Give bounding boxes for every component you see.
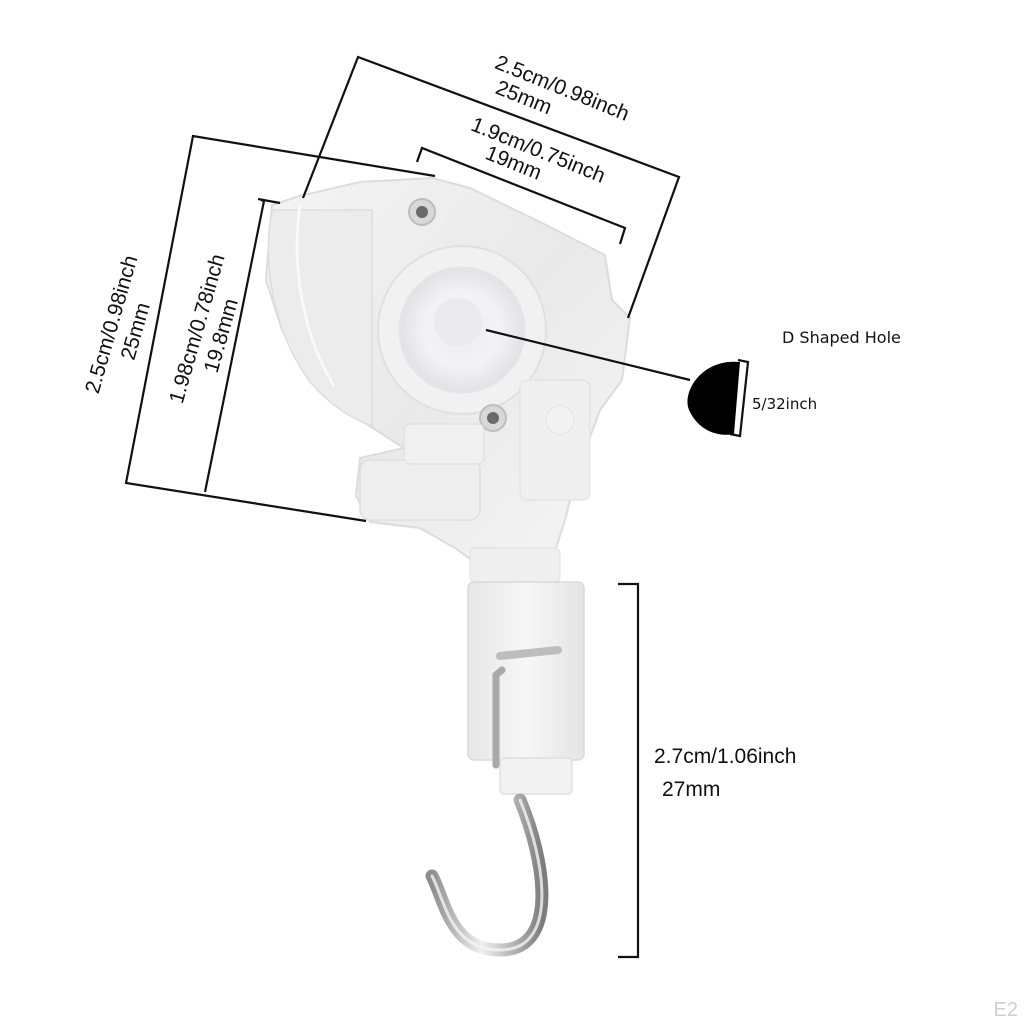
dimension-lines <box>124 55 750 959</box>
watermark: E2 <box>993 999 1018 1021</box>
d-shape-icon <box>687 361 740 435</box>
left-outer-bracket <box>124 134 436 523</box>
control-unit-body <box>264 176 632 583</box>
hook-length-label: 2.7cm/1.06inch 27mm <box>654 746 796 800</box>
hook-assembly <box>425 581 585 957</box>
hook-length-bracket <box>618 582 640 959</box>
d-hole-leader <box>485 328 691 382</box>
d-hole-bracket <box>729 358 750 438</box>
d-hole-size: 5/32inch <box>752 395 818 413</box>
hook-length-metric: 27mm <box>662 778 721 801</box>
hook-length-imperial: 2.7cm/1.06inch <box>654 745 797 768</box>
top-outer-bracket <box>301 55 681 319</box>
top-inner-bracket <box>415 146 627 245</box>
d-hole-title: D Shaped Hole <box>782 328 901 347</box>
